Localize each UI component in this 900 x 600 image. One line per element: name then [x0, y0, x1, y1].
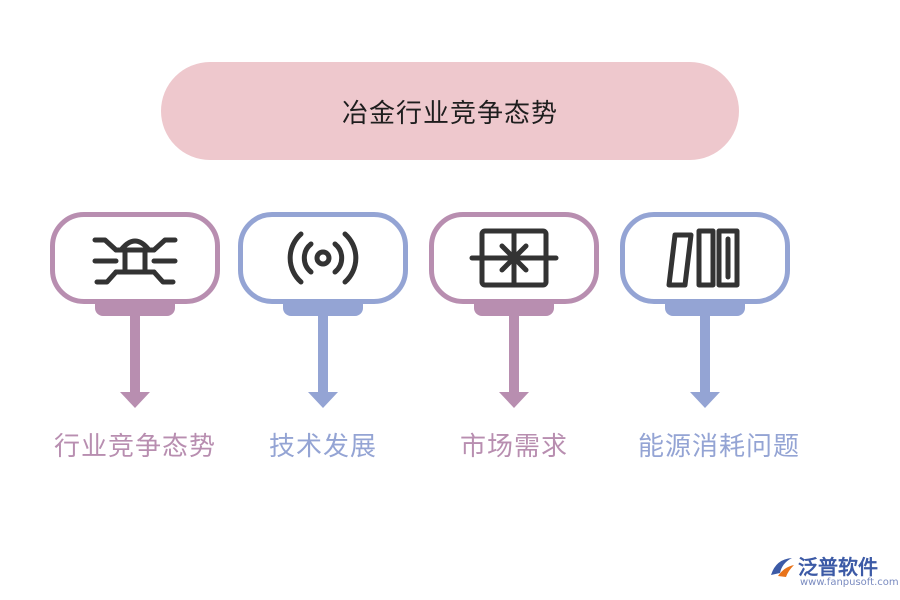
brand-url: www.fanpusoft.com [800, 577, 899, 588]
arrow-head [499, 392, 529, 408]
brand-watermark: 泛普软件 www.fanpusoft.com [768, 551, 899, 591]
diagram-title: 冶金行业竞争态势 [341, 98, 558, 129]
arrow-shaft [318, 314, 328, 394]
label-industry-competition: 行业竞争态势 [53, 432, 216, 462]
card-tech-development [238, 212, 408, 304]
title-banner: 冶金行业竞争态势 [161, 62, 739, 160]
connector-tab [665, 304, 745, 316]
arrow-shaft [130, 314, 140, 394]
arrow-head [690, 392, 720, 408]
brand-name: 泛普软件 [798, 555, 878, 579]
label-energy-consumption: 能源消耗问题 [637, 432, 800, 462]
bug-icon [92, 237, 178, 285]
brand-logo-icon [771, 558, 794, 577]
card-market-demand [429, 212, 599, 304]
label-tech-development: 技术发展 [268, 432, 377, 462]
books-icon [666, 228, 740, 288]
connector-tab [474, 304, 554, 316]
connector-tab [283, 304, 363, 316]
arrow-shaft [700, 314, 710, 394]
broadcast-icon [287, 231, 359, 285]
label-market-demand: 市场需求 [459, 432, 568, 462]
arrow-head [120, 392, 150, 408]
gift-icon [469, 228, 559, 288]
connector-tab [95, 304, 175, 316]
arrow-head [308, 392, 338, 408]
card-industry-competition [50, 212, 220, 304]
arrow-shaft [509, 314, 519, 394]
card-energy-consumption [620, 212, 790, 304]
